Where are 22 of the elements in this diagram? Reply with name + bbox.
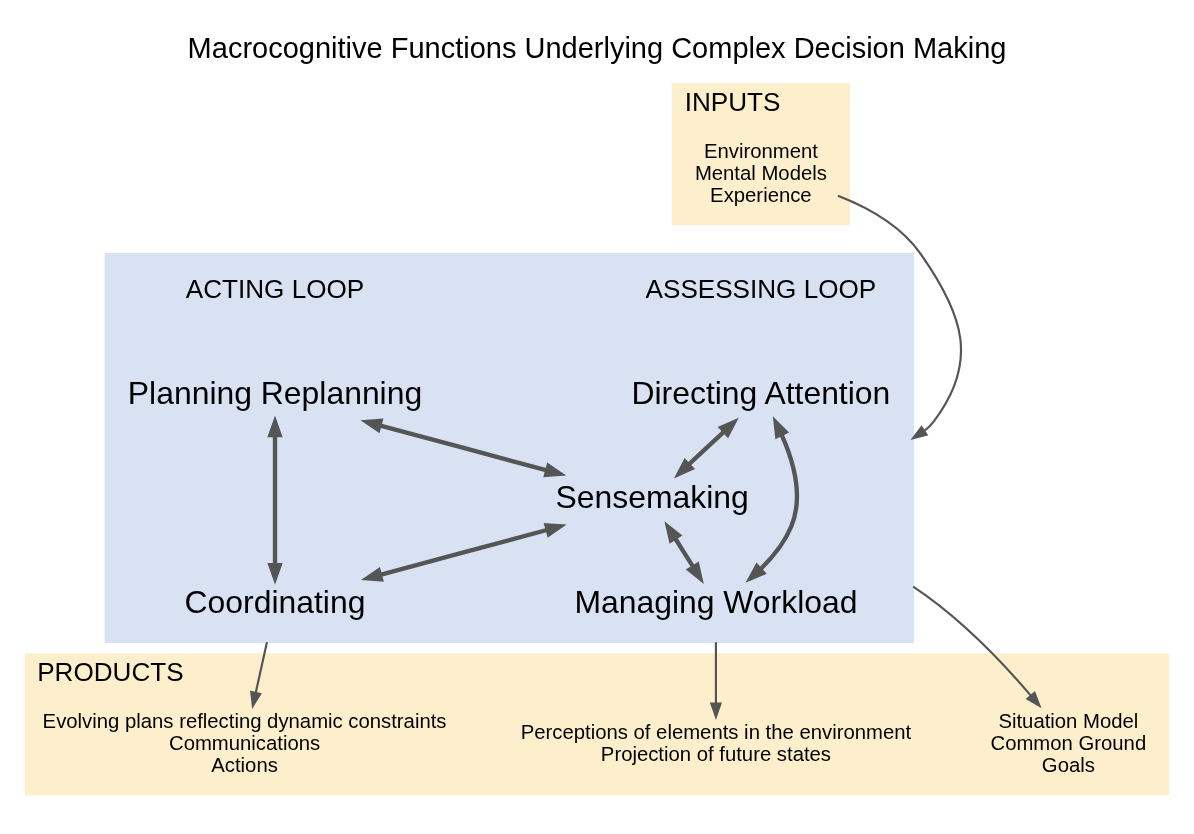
node-text: Perceptions of elements in the environment Projection of future states (520, 720, 912, 765)
arrow (709, 641, 723, 720)
arrow (267, 414, 283, 585)
diagram-title: Macrocognitive Functions Underlying Complex Decision Making (187, 31, 1007, 64)
arrow (673, 417, 739, 478)
node-text: Evolving plans reflecting dynamic constraints Communications Actions (42, 709, 447, 776)
node-text: Environment Mental Models Experience (694, 139, 827, 206)
node-text: Situation Model Common Ground Goals (990, 709, 1147, 776)
cluster (104, 252, 914, 643)
node-text: Coordinating (184, 583, 366, 620)
arrow (745, 415, 799, 583)
node-text: Managing Workload (574, 583, 858, 620)
label: ACTING LOOP (185, 273, 365, 304)
arrow (912, 585, 1042, 708)
label: ASSESSING LOOP (645, 273, 877, 304)
arrow (664, 520, 704, 584)
arrow (360, 418, 567, 477)
arrow (360, 522, 567, 582)
node-text: Directing Attention (631, 374, 891, 411)
node-text: Planning Replanning (127, 374, 423, 411)
node-text: Sensemaking (555, 478, 749, 515)
arrow (250, 641, 268, 709)
